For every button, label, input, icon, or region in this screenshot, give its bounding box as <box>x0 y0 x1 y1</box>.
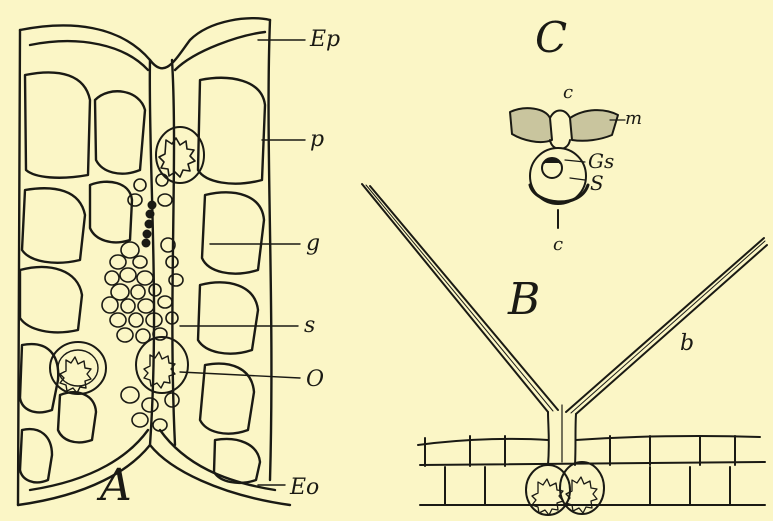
vascular-cell <box>121 387 139 403</box>
vascular-cell <box>133 256 147 268</box>
vascular-cell <box>120 268 136 282</box>
vascular-cell <box>156 174 168 186</box>
vascular-cell <box>121 242 139 258</box>
panel-a-leaf-section <box>18 18 290 505</box>
vascular-cell <box>105 271 119 285</box>
vascular-cell <box>110 255 126 269</box>
vascular-cell <box>137 271 153 285</box>
label-gs: Gs <box>588 149 614 173</box>
panel-c-letter: C <box>535 13 567 62</box>
vascular-cell <box>131 285 145 299</box>
label-eo: Eo <box>289 475 319 500</box>
label-g: g <box>306 231 320 256</box>
label-p: p <box>310 127 324 152</box>
crystal-cell-lower-left <box>50 342 106 394</box>
vascular-cell <box>102 297 118 313</box>
panel-b-epidermis <box>418 436 765 515</box>
vascular-cell <box>142 398 158 412</box>
vascular-cell <box>132 413 148 427</box>
crystal-cell-lower-right <box>136 337 188 393</box>
panel-b-forked-hair <box>362 184 767 465</box>
vascular-cell <box>134 179 146 191</box>
crystal-cell-upper <box>156 127 204 183</box>
label-s-big: S <box>590 171 604 195</box>
label-c-bottom: c <box>553 234 563 255</box>
vascular-cell <box>110 313 126 327</box>
label-ep: Ep <box>309 27 340 52</box>
vascular-cell <box>117 328 133 342</box>
vascular-cell <box>158 194 172 206</box>
panel-b-letter: B <box>507 274 540 325</box>
label-b: b <box>680 331 694 356</box>
panel-a-letter: A <box>96 460 132 511</box>
vascular-cell <box>138 299 154 313</box>
label-s: s <box>304 313 315 338</box>
vascular-cell <box>165 393 179 407</box>
label-m: m <box>625 108 642 129</box>
vascular-cell <box>158 296 172 308</box>
label-o: O <box>306 367 324 392</box>
vascular-cell <box>169 274 183 286</box>
vascular-cell <box>121 299 135 313</box>
vascular-cell <box>129 313 143 327</box>
vascular-cell <box>128 194 142 206</box>
label-c-top: c <box>563 82 573 103</box>
